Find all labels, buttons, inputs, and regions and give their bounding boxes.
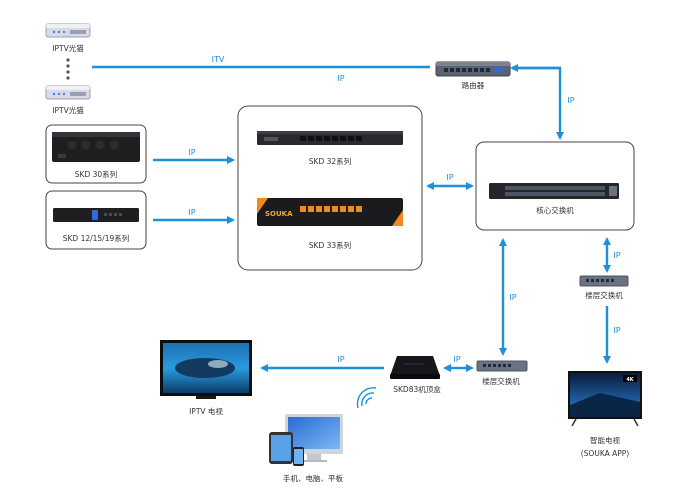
skd-server-box bbox=[237, 105, 423, 271]
mobile-devices bbox=[269, 414, 343, 466]
core-floor-right-ip-label: IP bbox=[613, 251, 620, 260]
skd33-label: SKD 33系列 bbox=[309, 240, 351, 250]
floor-stb-ip-label: IP bbox=[453, 355, 460, 364]
skd12-device bbox=[53, 208, 139, 222]
router-label: 路由器 bbox=[462, 80, 485, 90]
mobile-devices-label: 手机、电脑、平板 bbox=[283, 473, 343, 483]
smart-tv-sub-label: (SOUKA APP) bbox=[581, 449, 630, 458]
itv-link-label: ITV bbox=[212, 55, 225, 64]
iptv-modem-bottom bbox=[45, 85, 91, 100]
smart-tv: 4K bbox=[568, 371, 642, 427]
router-core-ip-label: IP bbox=[567, 96, 574, 105]
iptv-tv bbox=[160, 340, 252, 399]
settop-box bbox=[390, 356, 440, 379]
skd32-device bbox=[257, 131, 403, 145]
iptv-modem-top bbox=[45, 23, 91, 38]
router bbox=[435, 61, 511, 77]
core-floor-left-ip-label: IP bbox=[509, 293, 516, 302]
skd33-device: SOUKA bbox=[257, 198, 403, 226]
skd30-ip-label: IP bbox=[188, 148, 195, 157]
iptv-modem-top-label: IPTV光猫 bbox=[52, 43, 84, 53]
stb-tv-ip-label: IP bbox=[337, 355, 344, 364]
iptv-modem-bottom-label: IPTV光猫 bbox=[52, 105, 84, 115]
floor-switch-right-label: 楼层交换机 bbox=[585, 290, 623, 300]
router-ip-label: IP bbox=[337, 74, 344, 83]
settop-box-label: SKD83机顶盒 bbox=[393, 384, 441, 394]
core-switch-label: 核心交换机 bbox=[536, 205, 574, 215]
skd30-label: SKD 30系列 bbox=[75, 169, 117, 179]
iptv-tv-label: IPTV 电视 bbox=[189, 406, 223, 416]
ellipsis-dots bbox=[66, 58, 70, 80]
floor-smarttv-ip-label: IP bbox=[613, 326, 620, 335]
uhd-badge: 4K bbox=[626, 377, 634, 383]
router-core-link bbox=[514, 66, 564, 140]
skd12-label: SKD 12/15/19系列 bbox=[63, 233, 130, 243]
wifi-icon bbox=[356, 387, 377, 409]
souka-logo: SOUKA bbox=[265, 210, 293, 218]
skd-core-ip-label: IP bbox=[446, 173, 453, 182]
floor-switch-left-label: 楼层交换机 bbox=[482, 376, 520, 386]
skd32-label: SKD 32系列 bbox=[309, 156, 351, 166]
floor-switch-left bbox=[476, 360, 528, 372]
smart-tv-label: 智能电视 bbox=[590, 435, 620, 445]
core-switch bbox=[489, 183, 619, 199]
floor-switch-right bbox=[579, 275, 629, 287]
skd12-ip-label: IP bbox=[188, 208, 195, 217]
skd30-device bbox=[52, 132, 140, 162]
